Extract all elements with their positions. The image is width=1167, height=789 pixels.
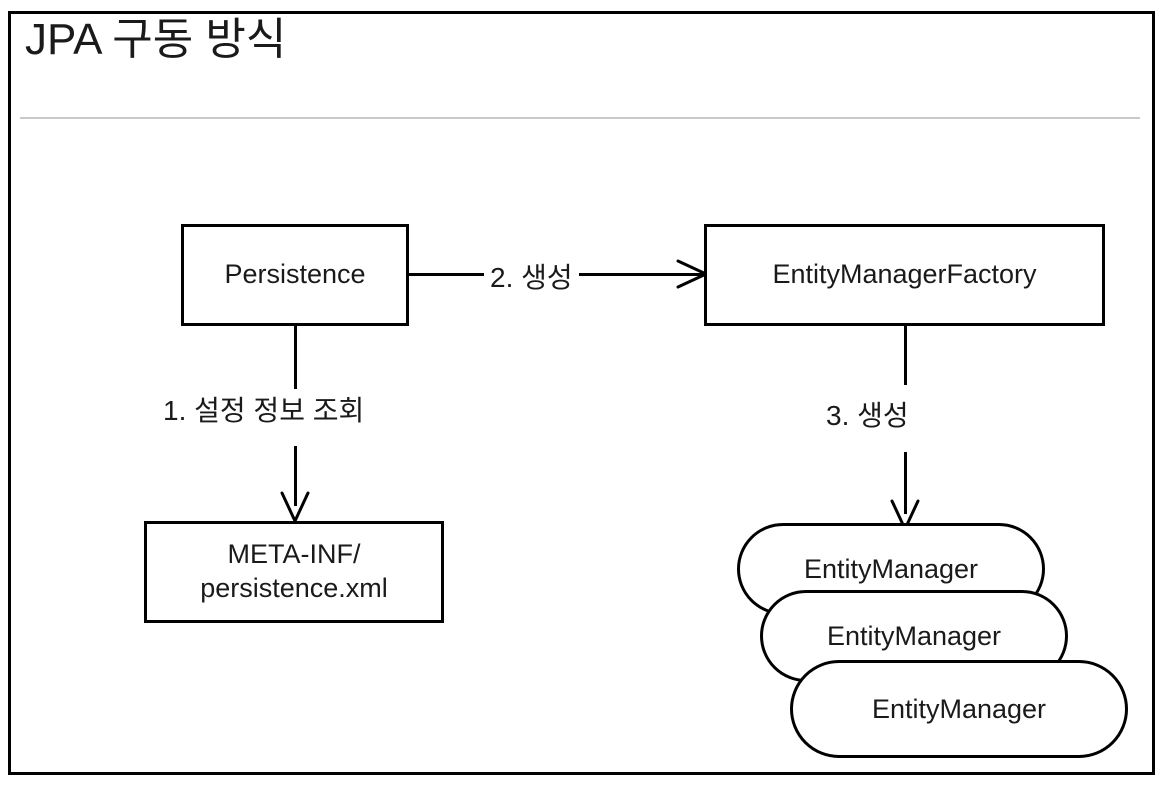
node-entity-manager-1-label: EntityManager — [803, 553, 979, 584]
node-entity-manager-2-label: EntityManager — [826, 620, 1002, 651]
title-divider — [20, 117, 1140, 119]
edge-line-create-em-upper — [904, 325, 907, 385]
edge-label-lookup-config: 1. 설정 정보 조회 — [157, 389, 371, 429]
page-title: JPA 구동 방식 — [25, 15, 287, 64]
edge-line-lookup-config-upper — [294, 325, 297, 391]
node-persistence[interactable]: Persistence — [181, 224, 409, 326]
edge-label-create-emf: 2. 생성 — [484, 256, 579, 296]
node-entity-manager-3-label: EntityManager — [871, 693, 1047, 724]
arrowhead-lookup-config — [280, 491, 310, 523]
node-entity-manager-factory[interactable]: EntityManagerFactory — [704, 224, 1105, 326]
node-persistence-label: Persistence — [224, 259, 366, 290]
node-meta-inf-line-1: META-INF/ — [227, 539, 361, 570]
edge-label-create-em: 3. 생성 — [820, 394, 915, 434]
edge-line-lookup-config-lower — [294, 446, 297, 506]
node-meta-inf-persistence-xml[interactable]: META-INF/ persistence.xml — [144, 521, 444, 623]
edge-line-create-em-lower — [904, 452, 907, 514]
node-entity-manager-factory-label: EntityManagerFactory — [772, 259, 1037, 290]
node-entity-manager-3[interactable]: EntityManager — [790, 660, 1128, 758]
node-meta-inf-line-2: persistence.xml — [200, 573, 388, 603]
